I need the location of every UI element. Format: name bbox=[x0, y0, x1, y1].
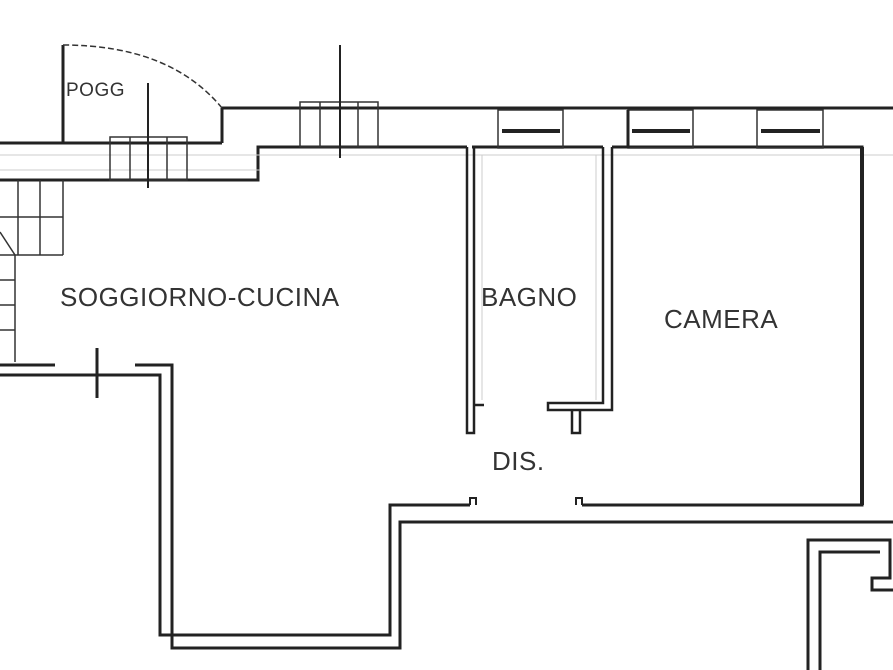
exterior-walls bbox=[0, 106, 893, 670]
interior-walls bbox=[465, 147, 614, 505]
room-label-soggiorno-cucina: SOGGIORNO-CUCINA bbox=[60, 282, 340, 312]
stairs bbox=[0, 180, 64, 362]
room-label-poggiolo: POGG bbox=[66, 80, 126, 101]
balcony bbox=[61, 44, 224, 143]
section-marks bbox=[95, 45, 341, 398]
room-label-bagno: BAGNO bbox=[481, 282, 578, 312]
room-label-dis: DIS. bbox=[492, 446, 545, 476]
room-label-camera: CAMERA bbox=[664, 304, 779, 334]
